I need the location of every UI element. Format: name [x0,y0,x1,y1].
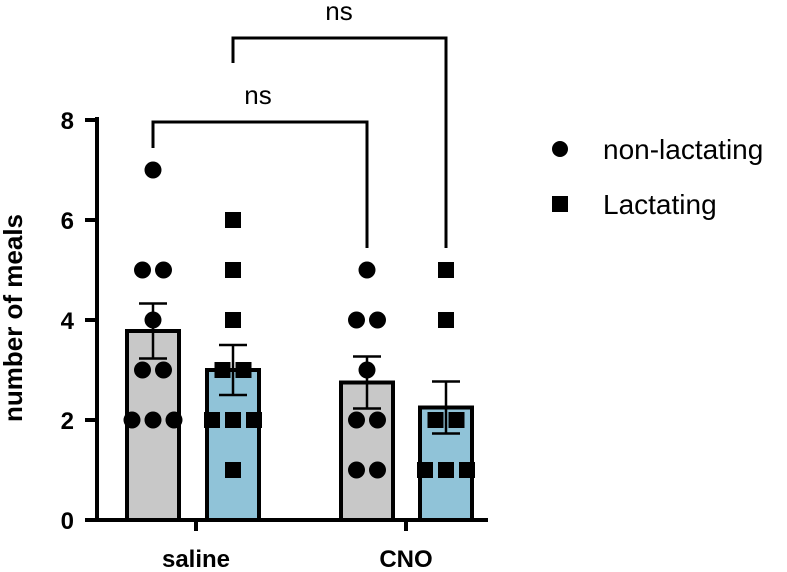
data-point [348,311,365,329]
data-point [348,411,365,429]
data-point [369,461,386,479]
y-tick-label: 6 [61,208,74,235]
y-tick-label: 0 [61,508,74,535]
legend-label-non-lactating: non-lactating [603,134,763,165]
data-point [144,311,162,329]
data-point [369,311,386,329]
data-point [358,261,376,279]
error-bars-layer [139,302,460,435]
legend-circle-icon [552,141,568,157]
x-tick-label-saline: saline [162,546,230,572]
data-point [459,462,475,478]
significance-bracket-2: ns [231,0,448,248]
data-point [225,462,241,478]
data-point [438,262,454,278]
data-point [417,462,433,478]
data-point [214,362,231,378]
y-tick-label: 2 [61,408,74,435]
data-point [235,362,252,378]
significance-label-2: ns [325,0,352,26]
x-tick-label-cno: CNO [379,546,432,572]
data-point [369,411,386,429]
significance-label-1: ns [244,80,271,110]
data-point [225,262,241,278]
data-point [246,412,262,428]
data-point [348,461,365,479]
y-ticks: 0 2 4 6 8 [61,108,97,535]
data-point [144,411,162,429]
y-axis-label: number of meals [0,214,28,422]
legend: non-lactating Lactating [552,134,763,220]
data-point [448,412,465,428]
y-tick-label: 4 [61,308,75,335]
data-point [123,411,141,429]
data-point [155,361,172,379]
data-point [225,412,241,428]
data-point [134,261,151,279]
data-point [427,412,444,428]
data-point [358,361,376,379]
data-point [144,161,162,179]
legend-square-icon [552,196,568,212]
y-tick-label: 8 [61,108,74,135]
data-point [165,411,183,429]
data-point [225,312,241,328]
data-point [225,212,241,228]
data-points-layer [123,161,475,479]
data-point [134,361,151,379]
significance-bracket-1: ns [151,80,369,248]
legend-label-lactating: Lactating [603,189,717,220]
data-point [155,261,172,279]
data-point [438,312,454,328]
data-point [438,462,454,478]
data-point [204,412,220,428]
